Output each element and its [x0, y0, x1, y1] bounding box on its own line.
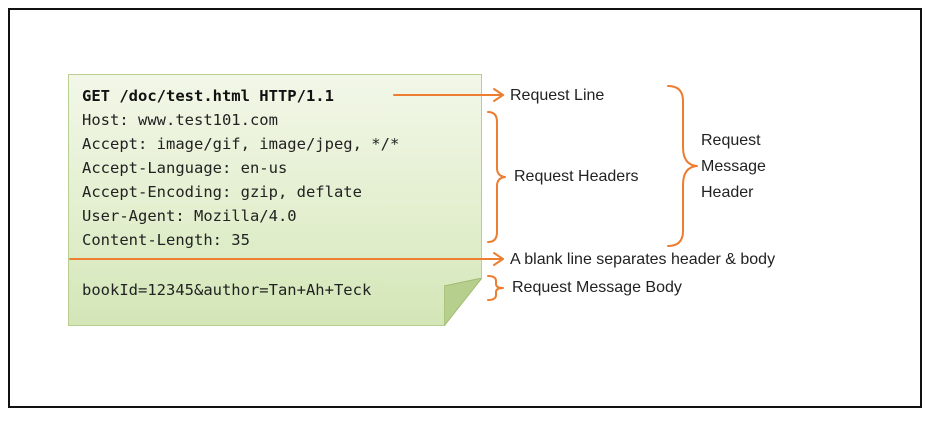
request-body-text: bookId=12345&author=Tan+Ah+Teck [82, 281, 372, 299]
header-user-agent: User-Agent: Mozilla/4.0 [82, 207, 297, 225]
message-body-label: Request Message Body [512, 279, 682, 296]
blank-line-label: A blank line separates header & body [510, 251, 776, 268]
header-content-length: Content-Length: 35 [82, 231, 250, 249]
request-line-text: GET /doc/test.html HTTP/1.1 [82, 87, 334, 105]
header-host: Host: www.test101.com [82, 111, 278, 129]
header-accept-encoding: Accept-Encoding: gzip, deflate [82, 183, 362, 201]
note-folded-corner [444, 278, 482, 326]
message-header-label-line1: Request [701, 132, 761, 149]
header-accept-language: Accept-Language: en-us [82, 159, 288, 177]
http-request-note [68, 74, 482, 326]
request-line-label: Request Line [510, 87, 605, 104]
message-header-label-line2: Message [701, 158, 766, 175]
header-accept: Accept: image/gif, image/jpeg, */* [82, 135, 400, 153]
message-header-label-line3: Header [701, 184, 754, 201]
request-headers-label: Request Headers [514, 168, 639, 185]
